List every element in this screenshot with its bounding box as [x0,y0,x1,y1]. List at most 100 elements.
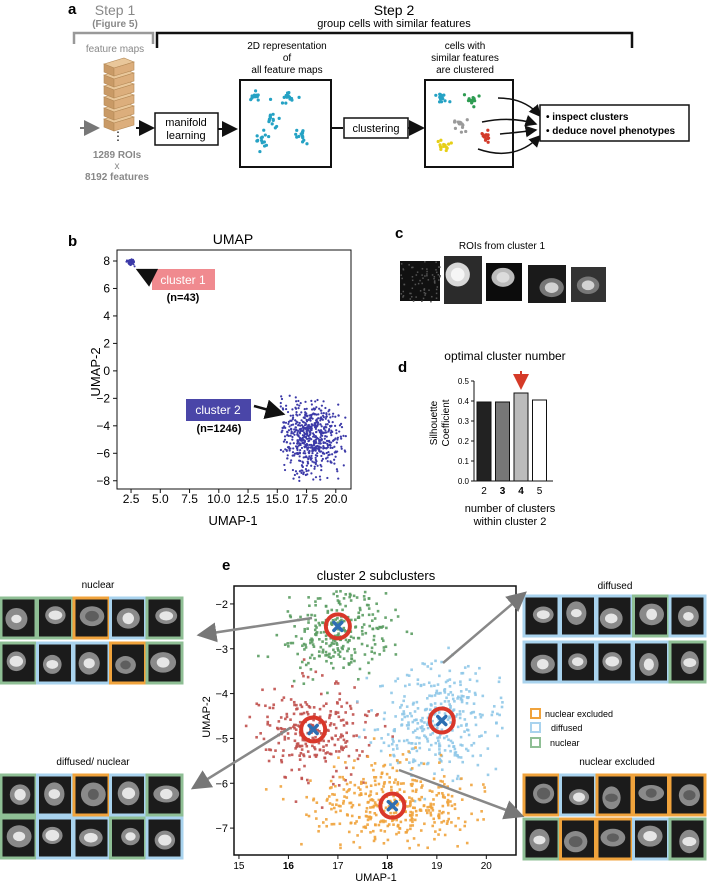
subcluster-point [394,679,397,683]
subcluster-xtick-label: 17 [332,861,344,872]
subcluster-point [368,624,371,628]
roi-noise [410,296,413,298]
subcluster-point [293,726,296,730]
subcluster-point [401,712,404,716]
cell-nucleus [683,790,696,801]
subcluster-point [357,735,361,739]
subcluster-point [333,793,336,796]
subcluster-point [407,721,410,724]
cluster2-point [335,441,338,444]
cell-nucleus [605,793,618,803]
umap-ytick-label: 2 [103,336,110,350]
cluster2-point [309,431,312,434]
roi-noise [402,296,404,298]
subcluster-point [321,648,325,652]
subcluster-point [437,814,441,818]
subcluster-point [318,654,321,658]
cluster2-point [310,454,313,457]
cluster2-point [292,447,295,450]
cluster2-point [305,433,308,436]
subcluster-point [298,745,302,748]
cluster-point [465,118,469,122]
subcluster-point [257,654,260,658]
subcluster-point [307,814,311,818]
subcluster-point [337,804,341,808]
cluster2-point [288,394,291,397]
centroid-x-icon [307,723,319,736]
cluster2-point [307,440,310,443]
subcluster-point [325,818,328,821]
cell-nucleus [11,614,22,624]
subcluster-ytick-label: −3 [215,644,228,656]
cluster-point [477,94,481,98]
subcluster-point [369,816,373,819]
subcluster-point [276,727,280,731]
subcluster-point [356,677,360,681]
cluster2-point [305,414,309,417]
subcluster-point [380,771,384,775]
cluster2-point [310,416,313,419]
subcluster-point [314,603,317,607]
subcluster-point [318,729,321,733]
subcluster-point [451,779,455,783]
roi-noise [422,277,424,279]
subcluster-point [451,729,454,732]
subcluster-point [406,727,410,730]
cluster2-point [335,429,338,432]
subcluster-point [373,801,377,804]
subcluster-point [416,707,420,710]
subcluster-point [380,788,384,791]
cluster2-point [315,413,318,416]
roi-noise [428,289,430,291]
cluster2-point [322,441,325,444]
subcluster-point [447,646,450,650]
subcluster-xtick-label: 16 [283,861,295,872]
cluster2-point [298,455,301,458]
subcluster-point [272,755,275,759]
subcluster-point [332,655,335,658]
panel-a: a Step 1 (Figure 5) feature maps Step 2 … [68,1,690,183]
subcluster-point [452,745,455,748]
subcluster-point [324,634,328,638]
subcluster-point [498,676,501,680]
cluster-point [486,128,490,132]
subcluster-point [496,734,499,738]
subcluster-point [447,693,450,696]
cluster2-point [305,455,308,458]
subcluster-point [413,718,416,722]
curve-arrow-4 [477,134,542,155]
subcluster-point [395,747,399,750]
subcluster-point [373,837,377,841]
roi-noise [433,280,436,282]
subcluster-point [313,633,317,636]
subcluster-point [403,695,406,698]
subcluster-xlabel: UMAP-1 [355,872,397,883]
cluster2-point [298,476,301,479]
subcluster-point [409,783,413,786]
subcluster-point [429,802,433,806]
subcluster-point [439,691,442,695]
subcluster-point [366,755,370,758]
subcluster-point [302,642,306,646]
subcluster-point [299,666,302,670]
cell-nucleus [570,609,582,618]
subcluster-point [422,683,426,686]
subcluster-point [336,594,339,598]
subcluster-point [349,707,353,710]
cluster2-point [334,415,337,418]
cluster2-point [328,443,332,446]
subcluster-point [476,763,480,767]
subcluster-point [336,702,339,705]
cluster2-point [295,413,298,416]
bar-ytick-label: 0.1 [458,457,470,466]
subcluster-point [286,642,290,645]
subcluster-point [331,792,334,796]
subcluster-point [422,804,426,808]
cluster2-point [293,428,296,431]
subcluster-point [459,735,463,739]
subcluster-point [297,724,300,727]
subcluster-point [435,793,439,797]
roi-noise [423,291,426,294]
cluster2-point [296,431,299,435]
